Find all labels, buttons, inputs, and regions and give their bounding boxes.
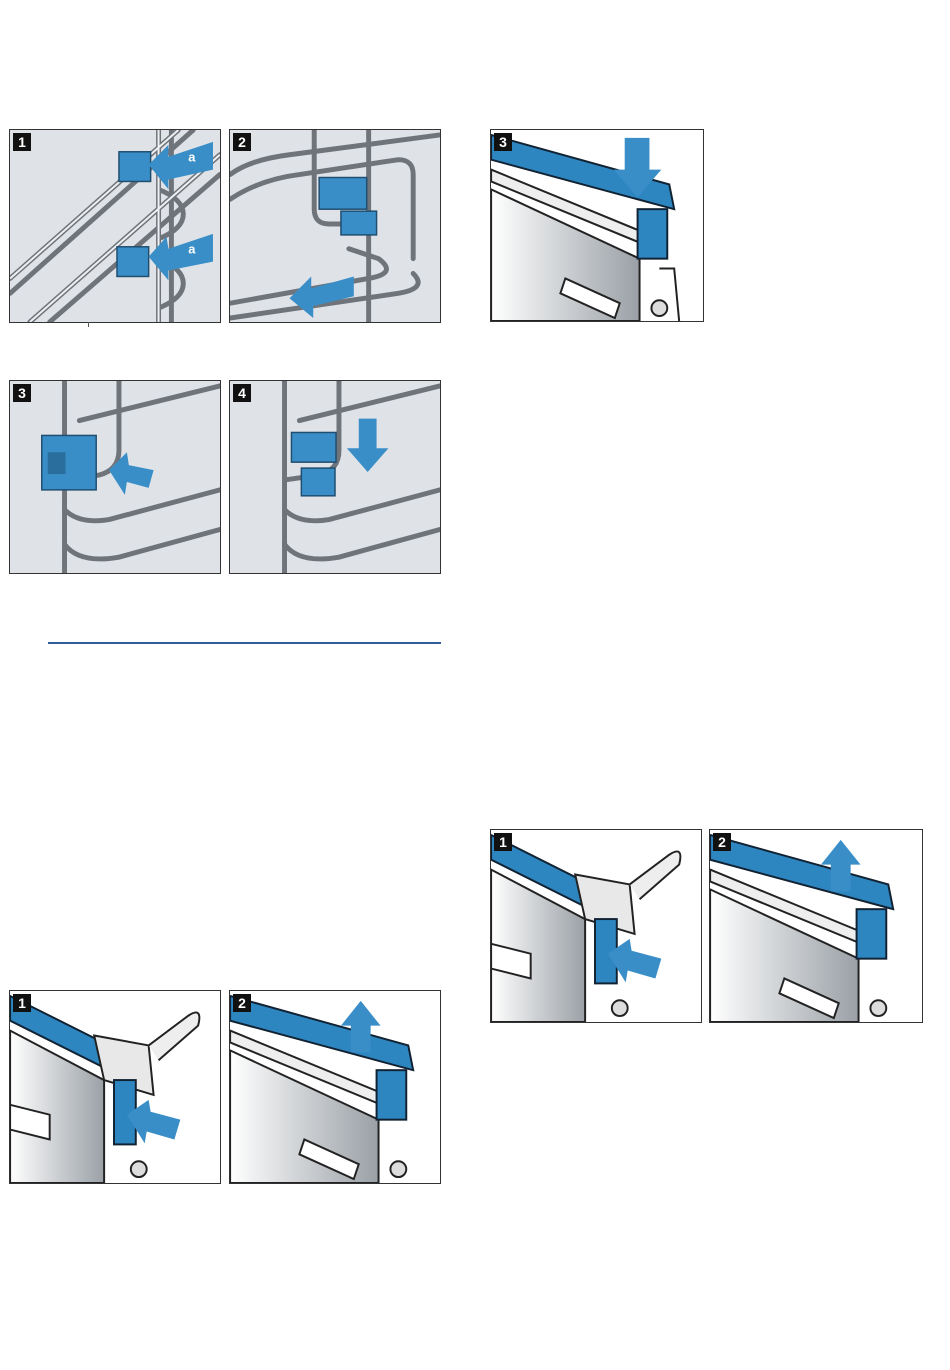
illustration-seal-remove-right-step-2: 2	[709, 829, 923, 1023]
step-number: 1	[13, 133, 31, 151]
rail-clip-drawing	[230, 381, 440, 573]
step-number: 1	[13, 994, 31, 1012]
illustration-rail-clip-step-3: 3	[9, 380, 221, 574]
divider-tick	[88, 322, 89, 327]
seal-remove-drawing	[230, 991, 440, 1183]
illustration-seal-remove-right-step-1: 1	[490, 829, 702, 1023]
step-number: 2	[233, 133, 251, 151]
clip-icon	[291, 432, 336, 495]
illustration-rail-clip-step-4: 4	[229, 380, 441, 574]
clip-icon	[42, 435, 96, 489]
illustration-rail-fit-step-1: 1 a a	[9, 129, 221, 323]
callout-label: a	[188, 242, 196, 257]
screw-icon	[131, 1161, 147, 1177]
arrow-icon	[347, 419, 389, 472]
callout-label: a	[188, 150, 196, 165]
seal-fit-drawing	[491, 130, 703, 321]
rail-fit-drawing	[230, 130, 440, 322]
seal-remove-drawing	[10, 991, 220, 1183]
step-number: 3	[494, 133, 512, 151]
rail-clip-drawing	[10, 381, 220, 573]
seal-remove-drawing	[710, 830, 922, 1022]
illustration-seal-remove-left-step-2: 2	[229, 990, 441, 1184]
seal-remove-drawing	[491, 830, 701, 1022]
screw-icon	[612, 1000, 628, 1016]
step-number: 2	[233, 994, 251, 1012]
screw-icon	[390, 1161, 406, 1177]
screw-icon	[870, 1000, 886, 1016]
illustration-rail-fit-step-2: 2	[229, 129, 441, 323]
step-number: 2	[713, 833, 731, 851]
illustration-seal-fit-step-3: 3	[490, 129, 704, 322]
rail-fit-drawing: a a	[10, 130, 220, 322]
step-number: 3	[13, 384, 31, 402]
section-divider	[48, 642, 441, 644]
step-number: 1	[494, 833, 512, 851]
screw-icon	[651, 300, 667, 316]
step-number: 4	[233, 384, 251, 402]
arrow-icon	[289, 276, 353, 318]
illustration-seal-remove-left-step-1: 1	[9, 990, 221, 1184]
clip-icon	[117, 152, 151, 277]
